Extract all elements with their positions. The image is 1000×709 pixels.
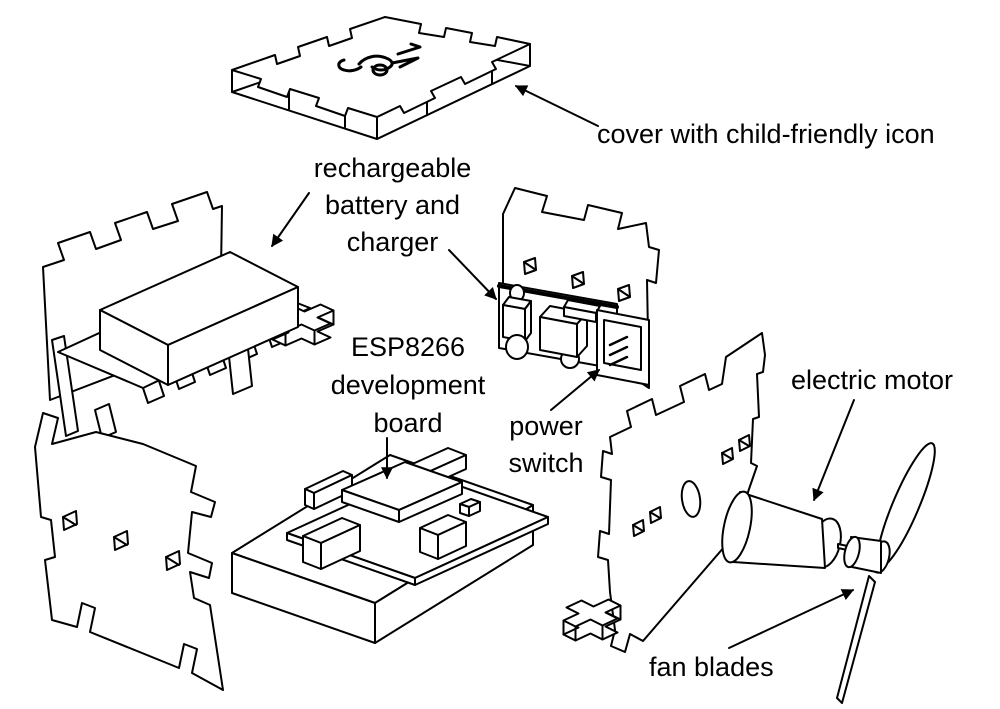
cover-plate-drawing bbox=[232, 17, 530, 139]
callout-arrows bbox=[272, 86, 854, 648]
label-esp-line3: board bbox=[373, 408, 443, 438]
fan-blade-lower bbox=[837, 576, 875, 703]
panel-slot-holes bbox=[63, 511, 180, 570]
fan-hub bbox=[841, 535, 892, 574]
pcb-capacitor bbox=[506, 335, 528, 359]
panel-slot-holes bbox=[633, 435, 750, 536]
child-drawing-doodle-icon bbox=[339, 44, 420, 75]
charger-pcb-drawing bbox=[499, 283, 649, 385]
label-battery-line2: battery and bbox=[324, 190, 461, 220]
label-power-switch: power switch bbox=[496, 408, 596, 482]
label-battery-line3: charger bbox=[346, 227, 439, 257]
esp-antenna-connector bbox=[460, 499, 480, 516]
label-esp-line1: ESP8266 bbox=[350, 332, 466, 362]
pcb-usb-port bbox=[503, 297, 531, 341]
fan-blades-drawing bbox=[837, 438, 944, 703]
arrow-to-charger bbox=[449, 250, 496, 299]
cross-foot-drawing bbox=[564, 600, 621, 641]
arrow-to-motor bbox=[812, 400, 854, 502]
label-power-line1: power bbox=[509, 411, 583, 441]
esp-header-block bbox=[303, 518, 360, 569]
power-switch-drawing bbox=[597, 310, 649, 385]
battery-drawing bbox=[100, 252, 298, 385]
charger-panel-holes bbox=[524, 258, 630, 301]
arrow-to-cover bbox=[514, 86, 598, 126]
label-motor: electric motor bbox=[791, 365, 954, 395]
right-panel-drawing bbox=[598, 333, 765, 652]
label-battery: rechargeable battery and charger bbox=[300, 150, 485, 261]
esp-board-drawing bbox=[287, 448, 548, 585]
label-cover: cover with child-friendly icon bbox=[597, 119, 935, 149]
panel-joint-column bbox=[52, 336, 78, 436]
label-battery-line1: rechargeable bbox=[313, 153, 472, 183]
esp-header-block bbox=[305, 471, 352, 509]
front-panel-drawing bbox=[35, 413, 223, 690]
esp-chip bbox=[342, 462, 462, 522]
esp-header-block bbox=[420, 515, 466, 559]
label-fan-blades: fan blades bbox=[649, 652, 774, 682]
label-esp-line2: development bbox=[330, 370, 486, 400]
arrow-to-battery bbox=[272, 193, 309, 246]
panel-round-hole bbox=[680, 480, 703, 518]
arrow-to-fan-blades bbox=[729, 590, 855, 648]
motor-drawing bbox=[717, 489, 893, 574]
label-esp: ESP8266 development board bbox=[318, 328, 498, 442]
arrow-to-power-switch bbox=[551, 370, 599, 410]
label-power-line2: switch bbox=[508, 448, 584, 478]
